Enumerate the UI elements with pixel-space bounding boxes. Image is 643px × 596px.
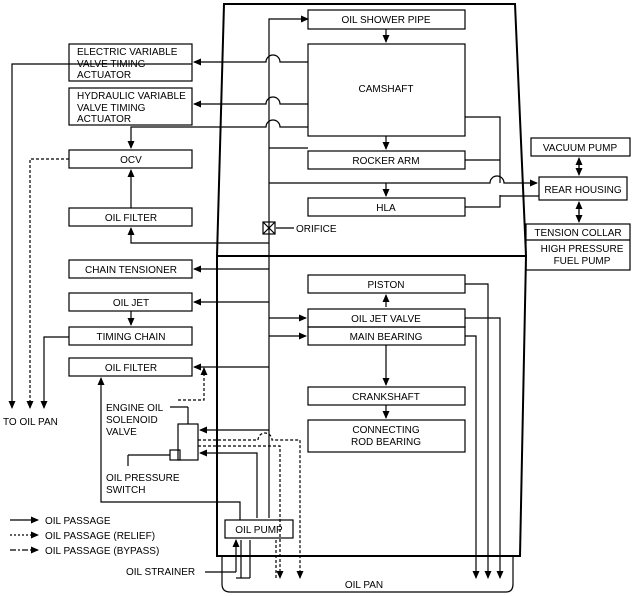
hydraulic-vvt-label-3: ACTUATOR — [77, 114, 131, 125]
tension-collar-box — [525, 223, 631, 271]
legend-relief: OIL PASSAGE (RELIEF) — [45, 531, 155, 542]
legend-bypass: OIL PASSAGE (BYPASS) — [45, 546, 159, 557]
oil-strainer-label: OIL STRAINER — [126, 567, 195, 578]
electric-vvt-label-1: ELECTRIC VARIABLE — [77, 47, 178, 58]
hla-label: HLA — [376, 203, 396, 214]
oil-pan-outline — [221, 556, 514, 593]
cylinder-head-outline — [215, 3, 528, 257]
pressure-switch-label-1: OIL PRESSURE — [106, 473, 180, 484]
connecting-rod-bearing-label-2: ROD BEARING — [351, 437, 421, 448]
vacuum-pump-box — [530, 137, 631, 157]
connecting-rod-bearing-label-1: CONNECTING — [352, 425, 419, 436]
rear-housing-box — [538, 176, 628, 201]
crankshaft-label: CRANKSHAFT — [352, 392, 420, 403]
ocv-label: OCV — [120, 155, 142, 166]
solenoid-valve-label-1: ENGINE OIL — [106, 403, 164, 414]
oil-filter-lower-box — [68, 357, 193, 377]
oil-filter-upper-label: OIL FILTER — [105, 213, 157, 224]
main-gallery-to-head — [268, 15, 309, 518]
oil-shower-pipe-label: OIL SHOWER PIPE — [341, 15, 430, 26]
legend-passage: OIL PASSAGE — [45, 516, 111, 527]
oil-filter-lower-label: OIL FILTER — [105, 363, 157, 374]
hp-fuel-pump-label-2: FUEL PUMP — [554, 256, 611, 267]
engine-oil-solenoid-valve — [177, 423, 199, 461]
solenoid-valve-label-3: VALVE — [106, 427, 137, 438]
orifice-label: ORIFICE — [296, 224, 337, 235]
oil-jet-label: OIL JET — [113, 298, 149, 309]
hydraulic-vvt-actuator-box — [68, 87, 193, 126]
tension-collar-label: TENSION COLLAR — [534, 228, 621, 239]
electric-vvt-actuator-box — [68, 43, 193, 82]
oil-pump-label: OIL PUMP — [235, 525, 283, 536]
main-bearing-label: MAIN BEARING — [350, 332, 423, 343]
solenoid-valve-label-2: SOLENOID — [106, 415, 158, 426]
chain-tensioner-box — [68, 259, 193, 279]
electric-vvt-label-2: VALVE TIMING — [77, 59, 146, 70]
oil-pump-box — [224, 519, 294, 539]
connecting-rod-bearing-box — [307, 419, 466, 453]
rocker-arm-label: ROCKER ARM — [352, 156, 419, 167]
vacuum-pump-label: VACUUM PUMP — [543, 143, 618, 154]
camshaft-label: CAMSHAFT — [359, 84, 414, 95]
to-oil-pan-label: TO OIL PAN — [3, 417, 58, 428]
piston-label: PISTON — [367, 280, 404, 291]
hydraulic-vvt-label-2: VALVE TIMING — [77, 103, 146, 114]
oil-pan-label: OIL PAN — [345, 580, 383, 591]
hp-fuel-pump-label-1: HIGH PRESSURE — [541, 244, 624, 255]
timing-chain-label: TIMING CHAIN — [97, 332, 166, 343]
electric-vvt-label-3: ACTUATOR — [77, 70, 131, 81]
cylinder-block-outline — [216, 255, 528, 557]
pressure-switch-label-2: SWITCH — [106, 485, 145, 496]
timing-chain-box — [68, 326, 193, 346]
legend: OIL PASSAGE OIL PASSAGE (RELIEF) OIL PAS… — [10, 516, 159, 557]
oil-jet-valve-label: OIL JET VALVE — [351, 314, 421, 325]
chain-tensioner-label: CHAIN TENSIONER — [85, 265, 177, 276]
rear-housing-label: REAR HOUSING — [544, 185, 621, 196]
hydraulic-vvt-label-1: HYDRAULIC VARIABLE — [77, 91, 186, 102]
